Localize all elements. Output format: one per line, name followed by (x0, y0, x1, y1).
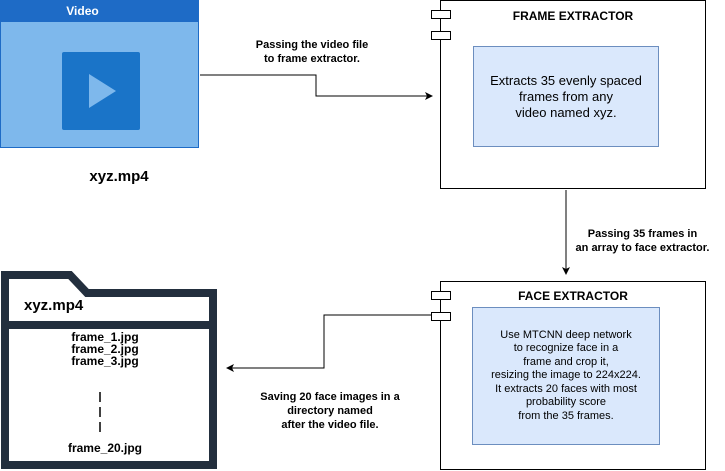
edge-label-video-to-frame: Passing the video file to frame extracto… (255, 39, 369, 65)
component-port-icon (431, 312, 451, 321)
video-titlebar: Video (1, 1, 198, 22)
component-port-icon (431, 291, 451, 300)
video-filename: xyz.mp4 (89, 168, 149, 185)
frame-extractor-component: FRAME EXTRACTOR Extracts 35 evenly space… (431, 0, 706, 189)
folder-file-list: frame_1.jpg frame_2.jpg frame_3.jpg (30, 331, 180, 367)
component-port-icon (431, 10, 451, 19)
video-window: Video (0, 0, 199, 148)
file-item: frame_1.jpg (71, 330, 139, 344)
folder-name: xyz.mp4 (24, 297, 84, 314)
component-port-icon (431, 31, 451, 40)
edge-label-frame-to-face: Passing 35 frames in an array to face ex… (575, 228, 710, 254)
frame-extractor-description: Extracts 35 evenly spaced frames from an… (473, 46, 659, 147)
video-window-title: Video (66, 4, 99, 18)
edge-label-face-to-folder: Saving 20 face images in a directory nam… (260, 391, 400, 431)
frame-extractor-title: FRAME EXTRACTOR (512, 9, 634, 23)
folder-icon (1, 271, 217, 469)
face-extractor-component: FACE EXTRACTOR Use MTCNN deep network to… (431, 281, 706, 470)
file-item-last: frame_20.jpg (67, 441, 143, 455)
file-item: frame_2.jpg (71, 342, 139, 356)
edge-video-to-frame (200, 74, 433, 100)
face-extractor-title: FACE EXTRACTOR (518, 289, 628, 303)
edge-face-to-folder (226, 314, 440, 372)
play-icon (62, 52, 140, 130)
face-extractor-description: Use MTCNN deep network to recognize face… (472, 307, 660, 445)
play-triangle (89, 74, 116, 108)
file-item: frame_3.jpg (71, 354, 139, 368)
